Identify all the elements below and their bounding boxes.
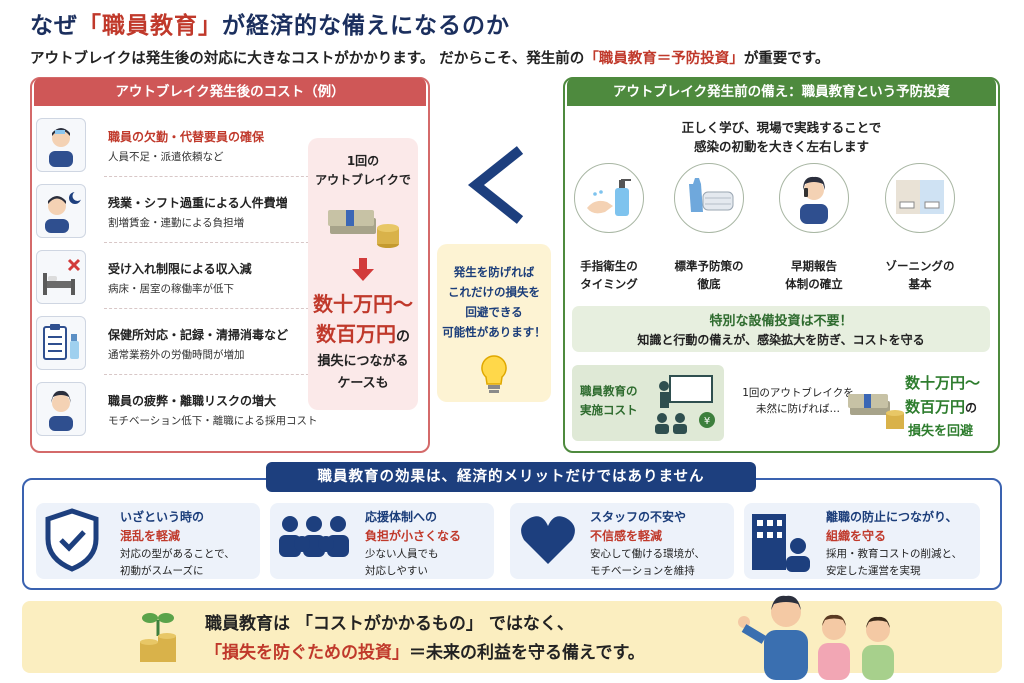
divider <box>104 242 314 243</box>
heart-icon <box>518 512 578 578</box>
effect-sub: 少ない人員でも対応しやすい <box>365 548 439 577</box>
divider <box>104 176 314 177</box>
cost-item-sub: 通常業務外の労働時間が増加 <box>108 349 245 361</box>
conclusion-line2: 「損失を防ぐための投資」＝未来の利益を守る備えです。 <box>205 643 645 663</box>
education-cost-label: 職員教育の実施コスト <box>580 384 638 417</box>
exhausted-worker-icon <box>36 382 86 436</box>
divider <box>104 374 314 375</box>
building-person-icon <box>748 508 814 574</box>
cost-item-revenue-loss: 受け入れ制限による収入減 病床・居室の稼働率が低下 <box>36 250 301 308</box>
empty-bed-icon <box>36 250 86 304</box>
effect-sub: 安心して働ける環境が、モチベーションを維持 <box>590 548 705 577</box>
reporting-staff-icon <box>779 163 849 233</box>
avoided-loss-amount-1: 数十万円〜 <box>905 374 981 392</box>
cost-item-title: 職員の疲弊・離職リスクの増大 <box>108 394 277 408</box>
zoning-rooms-icon <box>885 163 955 233</box>
money-stack-icon <box>846 383 906 439</box>
effects-heading: 職員教育の効果は、経済的メリットだけではありません <box>266 462 756 492</box>
measure-label: ゾーニングの基本 <box>885 259 955 291</box>
cost-item-sub: 病床・居室の稼働率が低下 <box>108 283 234 295</box>
team-icon <box>276 512 352 578</box>
cost-item-title: 受け入れ制限による収入減 <box>108 262 252 276</box>
loss-callout-intro: 1回のアウトブレイクで <box>315 154 411 187</box>
loss-amount-1: 数十万円〜 <box>313 292 413 316</box>
cost-item-title: 職員の欠勤・代替要員の確保 <box>108 130 265 144</box>
cost-item-sub: モチベーション低下・離職による採用コスト <box>108 415 318 427</box>
measure-label: 標準予防策の徹底 <box>674 259 744 291</box>
lightbulb-icon <box>478 352 510 402</box>
less-than-icon <box>462 140 532 230</box>
prevention-note-text: 発生を防げればこれだけの損失を回避できる可能性があります！ <box>442 265 546 339</box>
effect-sub: 対応の型があることで、初動がスムーズに <box>120 548 235 577</box>
cost-item-sub: 割増賃金・連勤による負担増 <box>108 217 245 229</box>
effect-title: 離職の防止につながり、組織を守る <box>826 510 958 543</box>
hand-hygiene-icon <box>574 163 644 233</box>
shield-check-icon <box>42 507 102 573</box>
no-investment-title: 特別な設備投資は不要！ <box>709 314 853 329</box>
svg-text:¥: ¥ <box>704 416 710 427</box>
loss-amount-2: 数百万円の <box>316 322 410 346</box>
training-session-icon: ¥ <box>650 372 720 438</box>
effect-title: いざという時の混乱を軽減 <box>120 510 205 543</box>
sick-worker-icon <box>36 118 86 172</box>
prep-lead-text: 正しく学び、現場で実践することで感染の初動を大きく左右します <box>681 120 882 154</box>
measure-label: 早期報告体制の確立 <box>785 259 843 291</box>
money-stack-icon <box>326 196 402 256</box>
cost-item-sub: 人員不足・派遣依頼など <box>108 151 224 163</box>
cost-item-health-center: 保健所対応・記録・清掃消毒など 通常業務外の労働時間が増加 <box>36 316 301 374</box>
clipboard-spray-icon <box>36 316 86 370</box>
loss-callout-line4: ケースも <box>337 376 389 391</box>
cost-item-absence: 職員の欠勤・代替要員の確保 人員不足・派遣依頼など <box>36 118 301 176</box>
cost-item-title: 保健所対応・記録・清掃消毒など <box>108 328 289 342</box>
cost-item-overtime: 残業・シフト過重による人件費増 割増賃金・連勤による負担増 <box>36 184 301 242</box>
down-arrow-icon <box>350 258 376 286</box>
prevention-condition: 1回のアウトブレイクを未然に防げれば… <box>742 387 854 415</box>
page-subtitle: アウトブレイクは発生後の対応に大きなコストがかかります。 だからこそ、発生前の「… <box>30 51 830 67</box>
post-outbreak-cost-heading: アウトブレイク発生後のコスト（例） <box>34 78 426 106</box>
loss-callout-line3: 損失につながる <box>317 354 409 369</box>
cost-item-title: 残業・シフト過重による人件費増 <box>108 196 288 210</box>
measure-label: 手指衛生のタイミング <box>580 259 638 291</box>
pre-outbreak-prep-heading: アウトブレイク発生前の備え：職員教育という予防投資 <box>567 78 996 106</box>
avoided-loss-label: 損失を回避 <box>908 424 974 439</box>
sprout-coins-icon <box>130 606 186 672</box>
staff-group-illustration <box>730 588 910 683</box>
gloves-mask-icon <box>674 163 744 233</box>
no-investment-text: 知識と行動の備えが、感染拡大を防ぎ、コストを守る <box>637 333 925 347</box>
divider <box>104 308 314 309</box>
cost-item-burnout: 職員の疲弊・離職リスクの増大 モチベーション低下・離職による採用コスト <box>36 382 317 440</box>
tired-worker-night-icon <box>36 184 86 238</box>
page-title: なぜ「職員教育」が経済的な備えになるのか <box>30 13 510 39</box>
no-investment-note <box>572 306 990 352</box>
effect-title: スタッフの不安や不信感を軽減 <box>590 510 687 543</box>
effect-sub: 採用・教育コストの削減と、安定した運営を実現 <box>826 548 963 577</box>
conclusion-line1: 職員教育は 「コストがかかるもの」 ではなく、 <box>205 614 574 634</box>
avoided-loss-amount-2: 数百万円の <box>905 398 978 416</box>
effect-title: 応援体制への負担が小さくなる <box>365 510 462 543</box>
